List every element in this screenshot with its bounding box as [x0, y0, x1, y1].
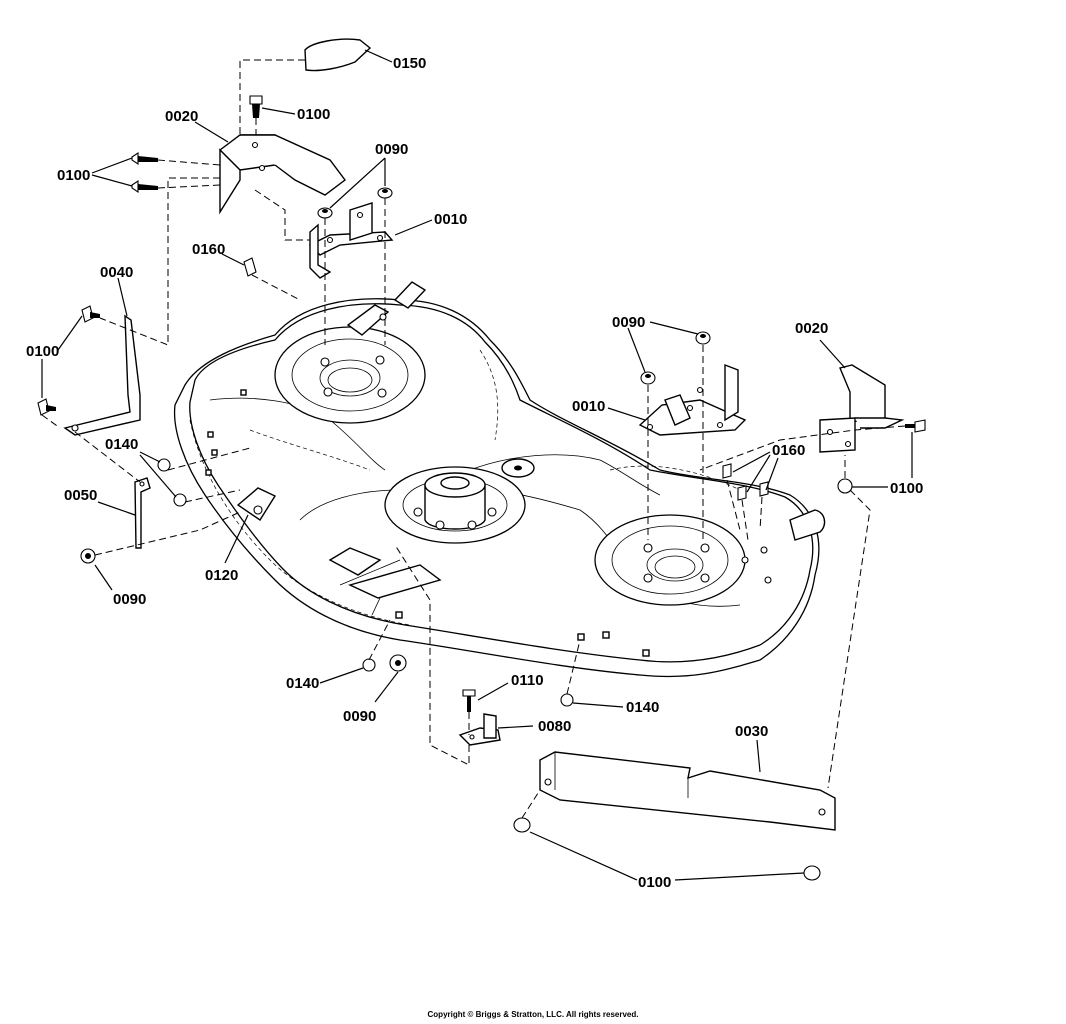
label-0090-right: 0090	[612, 314, 645, 331]
label-0050: 0050	[64, 487, 97, 504]
label-0010-left: 0010	[434, 211, 467, 228]
label-0090-left: 0090	[113, 591, 146, 608]
part-0010-left-bracket	[308, 202, 394, 279]
label-0030: 0030	[735, 723, 768, 740]
fasteners	[37, 95, 926, 881]
label-0020-right: 0020	[795, 320, 828, 337]
label-0100-mid-left: 0100	[26, 343, 59, 360]
part-0080-bracket	[458, 713, 501, 746]
label-0110: 0110	[511, 672, 544, 689]
label-0160-left: 0160	[192, 241, 225, 258]
part-0020-right-shield	[819, 364, 905, 453]
leader-lines	[41, 49, 913, 881]
label-0140-bottom-right: 0140	[626, 699, 659, 716]
label-0090-bottom: 0090	[343, 708, 376, 725]
part-0040-left-bracket	[63, 314, 141, 436]
label-0120: 0120	[205, 567, 238, 584]
part-0050-link	[134, 477, 151, 549]
label-0100-top: 0100	[297, 106, 330, 123]
part-0020-left-shield	[218, 134, 346, 215]
mower-deck-housing	[173, 281, 826, 678]
label-0160-right: 0160	[772, 442, 805, 459]
label-0080: 0080	[538, 718, 571, 735]
label-0100-bottom: 0100	[638, 874, 671, 891]
label-0140-bottom: 0140	[286, 675, 319, 692]
label-0090-top: 0090	[375, 141, 408, 158]
label-0040: 0040	[100, 264, 133, 281]
copyright-notice: Copyright © Briggs & Stratton, LLC. All …	[427, 1010, 639, 1019]
label-0100-right: 0100	[890, 480, 923, 497]
label-0020-left: 0020	[165, 108, 198, 125]
part-0030-baffle-plate	[539, 751, 836, 831]
part-0150-cover	[304, 38, 372, 72]
part-labels: 0150 0100 0020 0090 0100 0010 0160 0040 …	[26, 55, 923, 891]
assembly-lines	[41, 59, 906, 819]
label-0010-right: 0010	[572, 398, 605, 415]
label-0140-left: 0140	[105, 436, 138, 453]
part-0010-right-bracket	[638, 363, 747, 436]
label-0100-left: 0100	[57, 167, 90, 184]
label-0150: 0150	[393, 55, 426, 72]
